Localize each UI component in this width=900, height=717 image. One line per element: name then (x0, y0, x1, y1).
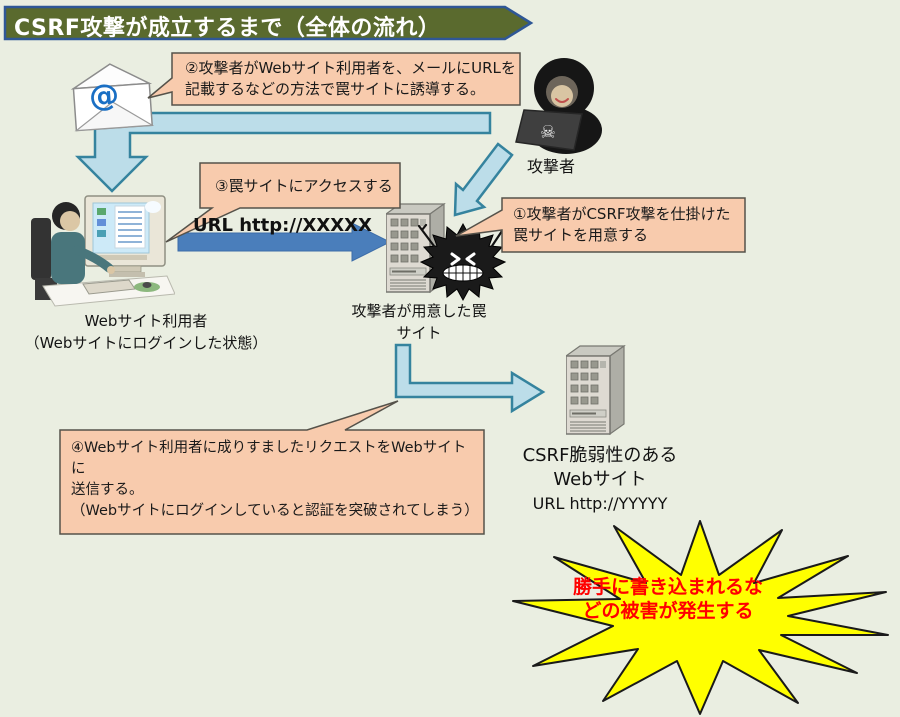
keyboard (82, 279, 136, 295)
page-title: CSRF攻撃が成立するまで（全体の流れ） (14, 16, 441, 41)
damage-result-text: 勝手に書き込まれるな どの被害が発生する (572, 576, 763, 622)
callout-step1-text: ①攻撃者がCSRF攻撃を仕掛けた 罠サイトを用意する (513, 205, 731, 244)
attacker-figure: ☠ (515, 58, 602, 154)
callout-step3-text: ③罠サイトにアクセスする (215, 177, 393, 195)
callout-step1-bubble (455, 197, 746, 253)
virus-icon (418, 221, 510, 302)
vulnerable-site-label: CSRF脆弱性のある Webサイト (522, 445, 678, 490)
callout-step4-text: ④Webサイト利用者に成りすましたリクエストをWebサイトに 送信する。 （We… (71, 440, 479, 519)
url-access-arrow (177, 222, 392, 262)
laptop (515, 109, 583, 151)
callout-step3-bubble (165, 162, 401, 243)
attacker-label: 攻撃者 (527, 157, 576, 176)
at-symbol: @ (88, 78, 120, 115)
damage-starburst (512, 520, 889, 715)
trap-to-website-arrow (394, 343, 546, 414)
skull-icon: ☠ (540, 122, 556, 143)
callout-step4-bubble (59, 400, 485, 535)
web-user-label: Webサイト利用者 （Webサイトにログインした状態） (24, 312, 268, 352)
trap-url-label: URL http://XXXXX (193, 215, 372, 236)
vulnerable-site-url: URL http://YYYYY (532, 494, 668, 513)
title-banner-shape (3, 5, 534, 41)
email-icon: @ (70, 63, 155, 132)
vulnerable-server-icon (566, 344, 626, 436)
web-user-figure (31, 195, 175, 307)
trap-site-label: 攻撃者が用意した罠 サイト (351, 302, 487, 342)
callout-step2-text: ②攻撃者がWebサイト利用者を、メールにURLを 記載するなどの方法で罠サイトに… (185, 59, 516, 98)
attacker-to-trap-arrow (453, 142, 514, 217)
email-flow-arrow (74, 111, 492, 193)
callout-step2-bubble (147, 52, 521, 106)
